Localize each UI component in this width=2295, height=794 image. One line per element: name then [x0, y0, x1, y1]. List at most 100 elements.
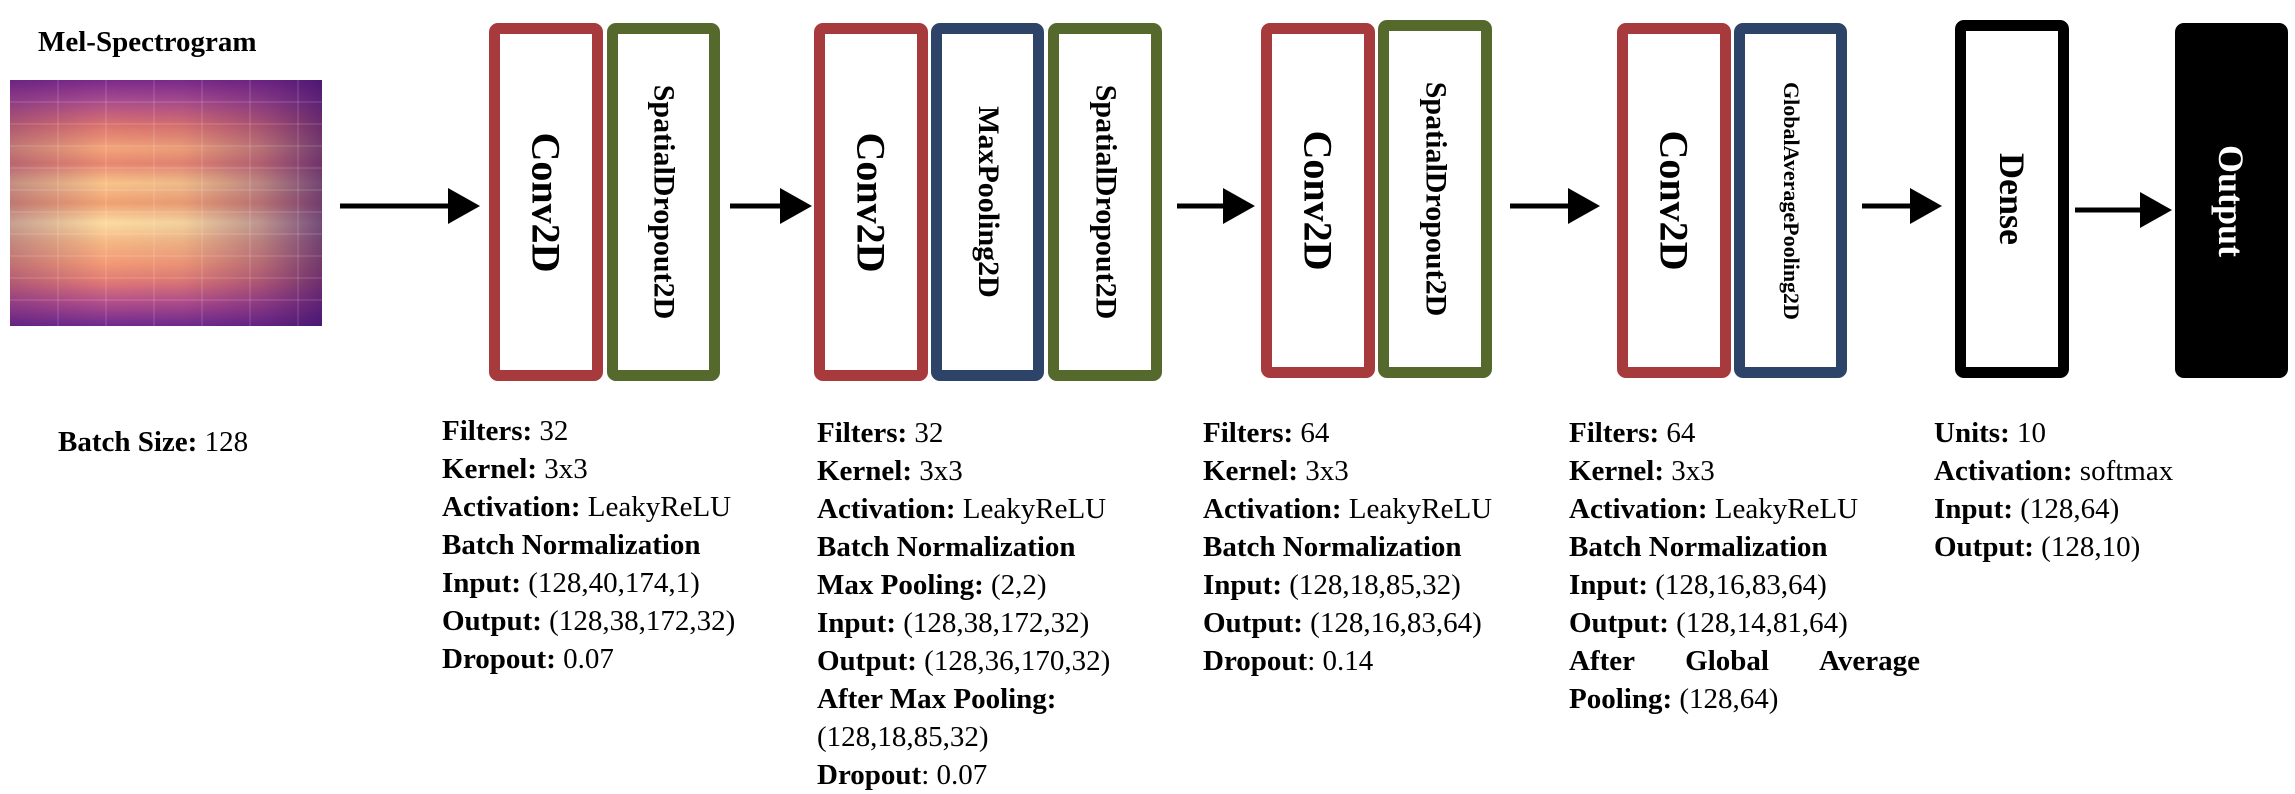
conv2d-block-3-label: Conv2D [1295, 130, 1341, 271]
arrow-3 [1177, 188, 1255, 224]
spatial-dropout-block-1-label: SpatialDropout2D [647, 84, 681, 320]
param-row: Batch Normalization [442, 526, 735, 564]
arrow-4 [1510, 188, 1600, 224]
param-value: 64 [1293, 417, 1330, 449]
param-key: After Max Pooling: [817, 683, 1057, 715]
spectrogram-title: Mel-Spectrogram [38, 26, 257, 58]
param-value: : 0.14 [1307, 645, 1374, 677]
param-row: Input: (128,18,85,32) [1203, 566, 1492, 604]
param-key: Pooling: [1569, 683, 1673, 715]
param-row: Activation: LeakyReLU [817, 490, 1110, 528]
param-value: (128,64) [1672, 683, 1779, 715]
param-value: 3x3 [912, 455, 963, 487]
param-value: (128,38,172,32) [896, 607, 1090, 639]
conv2d-block-2-label: Conv2D [848, 131, 894, 273]
param-key: Batch Normalization [1203, 531, 1462, 563]
param-key: Kernel: [1203, 455, 1299, 487]
param-value: (128,64) [2013, 493, 2120, 525]
param-row: Filters: 32 [817, 414, 1110, 452]
param-value: softmax [2072, 455, 2174, 487]
param-key: Dropout: [442, 643, 556, 675]
param-value: (128,16,83,64) [1648, 569, 1827, 601]
param-key: Max Pooling: [817, 569, 984, 601]
max-pooling-block-2: MaxPooling2D [931, 23, 1044, 381]
param-row: Output: (128,16,83,64) [1203, 604, 1492, 642]
arrow-2 [730, 188, 812, 224]
param-row: Input: (128,16,83,64) [1569, 566, 1920, 604]
param-key: Activation: [1934, 455, 2073, 487]
param-value: 64 [1659, 417, 1696, 449]
param-key: Filters: [442, 415, 533, 447]
param-key: Input: [442, 567, 521, 599]
param-row: Batch Normalization [817, 528, 1110, 566]
batch-size-value: 128 [197, 426, 249, 458]
param-value: (128,16,83,64) [1302, 607, 1482, 639]
param-key: Output: [1934, 531, 2034, 563]
param-row: Output: (128,14,81,64) [1569, 604, 1920, 642]
param-key: Input: [1203, 569, 1282, 601]
param-key: Dropout [1203, 645, 1308, 677]
param-key: Batch Normalization [817, 531, 1076, 563]
conv2d-block-1-label: Conv2D [523, 131, 569, 273]
conv2d-block-1: Conv2D [489, 23, 603, 381]
param-key-word: Average [1819, 645, 1920, 677]
param-key: Filters: [817, 417, 908, 449]
param-value: 0.07 [555, 643, 614, 675]
param-value: (128,10) [2033, 531, 2141, 563]
conv2d-block-4: Conv2D [1617, 23, 1731, 378]
param-key: Batch Normalization [442, 529, 701, 561]
param-key: Output: [442, 605, 542, 637]
param-value: (128,18,85,32) [1282, 569, 1461, 601]
param-row: Dropout: 0.07 [817, 756, 1110, 794]
spatial-dropout-block-2: SpatialDropout2D [1048, 23, 1162, 381]
param-value: (2,2) [983, 569, 1047, 601]
param-row: Dropout: 0.14 [1203, 642, 1492, 680]
mel-spectrogram-image [10, 80, 322, 326]
spatial-dropout-block-2-label: SpatialDropout2D [1089, 84, 1122, 320]
param-row: Kernel: 3x3 [1203, 452, 1492, 490]
max-pooling-block-2-label: MaxPooling2D [971, 106, 1005, 298]
param-key-word: Global [1685, 645, 1769, 677]
param-value: (128,40,174,1) [521, 567, 700, 599]
param-value: 10 [2009, 417, 2046, 449]
param-value: LeakyReLU [580, 491, 732, 523]
global-avg-pooling-block-4: GlobalAveragePooling2D [1734, 23, 1847, 378]
batch-size-key: Batch Size: [58, 426, 198, 458]
arrow-1 [340, 188, 480, 224]
param-key: Input: [817, 607, 896, 639]
dense-block-label: Dense [1992, 153, 2032, 245]
param-row: Filters: 32 [442, 412, 735, 450]
param-row: Units: 10 [1934, 414, 2173, 452]
param-key: Input: [1569, 569, 1648, 601]
dense-block: Dense [1955, 20, 2069, 378]
param-row: Kernel: 3x3 [442, 450, 735, 488]
param-key: Batch Normalization [1569, 531, 1828, 563]
spatial-dropout-block-1: SpatialDropout2D [607, 23, 720, 381]
param-row: Input: (128,64) [1934, 490, 2173, 528]
param-value: LeakyReLU [1707, 493, 1859, 525]
param-value: 3x3 [1664, 455, 1715, 487]
param-row: Batch Normalization [1569, 528, 1920, 566]
param-row: Activation: LeakyReLU [1569, 490, 1920, 528]
param-key: Kernel: [442, 453, 538, 485]
param-row: Max Pooling: (2,2) [817, 566, 1110, 604]
param-row: Activation: softmax [1934, 452, 2173, 490]
param-row: Output: (128,36,170,32) [817, 642, 1110, 680]
param-row: AfterGlobalAverageAfter Global Average [1569, 642, 1920, 680]
conv2d-block-4-label: Conv2D [1651, 130, 1697, 271]
param-key: Activation: [1569, 493, 1708, 525]
arrow-5 [1862, 188, 1942, 224]
param-value: (128,18,85,32) [817, 721, 989, 753]
param-value: 3x3 [537, 453, 588, 485]
arrow-6 [2075, 192, 2172, 228]
param-value: LeakyReLU [955, 493, 1107, 525]
conv2d-block-3: Conv2D [1261, 23, 1375, 378]
spatial-dropout-block-3: SpatialDropout2D [1378, 20, 1492, 378]
param-row: Batch Normalization [1203, 528, 1492, 566]
param-row: Dropout: 0.07 [442, 640, 735, 678]
